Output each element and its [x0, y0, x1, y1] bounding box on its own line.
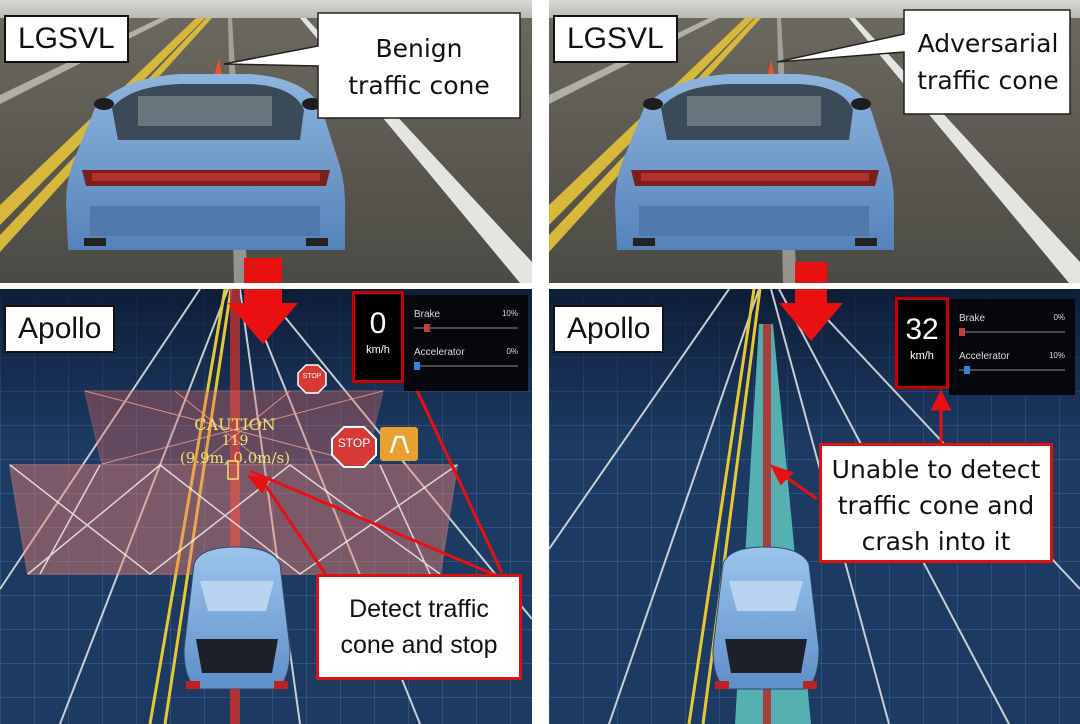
simulator-label: LGSVL	[4, 15, 129, 63]
accelerator-label: Accelerator	[959, 351, 1010, 362]
down-arrow-icon	[795, 262, 827, 283]
brake-track	[414, 327, 518, 329]
panel-apollo-benign: Apollo CAUTION 119 (9.9m, 0.0m/s) STOP S…	[0, 289, 532, 724]
speed-value: 32	[905, 313, 939, 346]
callout-unable-to-detect: Unable to detect traffic cone and crash …	[819, 443, 1053, 563]
driving-gauge-panel: Brake 10% Accelerator 0%	[404, 295, 528, 391]
stop-sign-large-text: STOP	[337, 436, 371, 450]
callout-line-3: crash into it	[861, 527, 1011, 556]
brake-percent: 10%	[501, 309, 518, 318]
simulator-label: Apollo	[4, 305, 116, 353]
brake-knob	[959, 328, 965, 336]
callout-line-2: cone and stop	[340, 631, 498, 659]
callout-line-2: traffic cone and	[837, 491, 1035, 520]
caution-title: CAUTION	[194, 415, 276, 434]
speech-bubble-adversarial	[776, 9, 1071, 115]
simulator-label: LGSVL	[553, 15, 678, 63]
accelerator-track	[414, 365, 518, 367]
brake-label: Brake	[414, 309, 441, 320]
simulator-label: Apollo	[553, 305, 665, 353]
speed-unit: km/h	[910, 350, 934, 362]
caution-label: CAUTION 119 (9.9m, 0.0m/s)	[150, 416, 320, 467]
bubble-line-2: traffic cone	[917, 66, 1059, 95]
accelerator-percent: 10%	[1048, 351, 1065, 360]
stop-sign-small-icon	[297, 364, 327, 394]
accelerator-label: Accelerator	[414, 347, 465, 358]
accelerator-knob	[964, 366, 971, 374]
down-arrow-icon	[228, 289, 298, 344]
brake-row: Brake 0%	[959, 313, 1065, 336]
caution-id: 119	[221, 433, 249, 449]
car-rear-adversarial	[615, 74, 894, 250]
panel-apollo-adversarial: Apollo Brake 0% Accelerator 10% 32 km/h …	[549, 289, 1080, 724]
panel-lgsvl-adversarial: LGSVL Adversarial traffic cone	[549, 0, 1080, 283]
bubble-text-benign: Benign traffic cone	[324, 30, 514, 104]
ego-car-adversarial	[712, 546, 820, 690]
ego-car-benign	[183, 546, 291, 690]
speech-bubble-benign	[223, 12, 521, 119]
speedometer: 32 km/h	[895, 297, 949, 389]
lgsvl-scene-benign	[0, 0, 532, 283]
stop-sign-small-text: STOP	[302, 373, 322, 380]
down-arrow-icon	[779, 289, 843, 341]
down-arrow-icon	[244, 258, 282, 283]
accelerator-row: Accelerator 10%	[959, 351, 1065, 374]
callout-line-1: Unable to detect	[831, 455, 1041, 484]
brake-percent: 0%	[1053, 313, 1065, 322]
stop-fence-front	[8, 464, 459, 575]
accelerator-track	[959, 369, 1065, 371]
car-rear-benign	[66, 74, 345, 250]
callout-line-1: Detect traffic	[349, 595, 489, 623]
bubble-line-1: Adversarial	[917, 29, 1059, 58]
bubble-line-2: traffic cone	[348, 71, 490, 100]
stop-sign-large-icon	[331, 426, 377, 468]
brake-label: Brake	[959, 313, 986, 324]
caution-distance: (9.9m, 0.0m/s)	[179, 449, 291, 467]
bubble-text-adversarial: Adversarial traffic cone	[905, 25, 1071, 99]
warning-sign-icon	[380, 427, 418, 461]
accelerator-knob	[414, 362, 420, 370]
accelerator-percent: 0%	[506, 347, 518, 356]
brake-knob	[424, 324, 431, 332]
accelerator-row: Accelerator 0%	[414, 347, 518, 370]
bubble-line-1: Benign	[375, 34, 463, 63]
brake-row: Brake 10%	[414, 309, 518, 332]
brake-track	[959, 331, 1065, 333]
driving-gauge-panel: Brake 0% Accelerator 10%	[949, 299, 1075, 395]
apollo-scene-benign	[0, 289, 532, 724]
speed-unit: km/h	[366, 344, 390, 356]
callout-detect-and-stop: Detect traffic cone and stop	[316, 574, 522, 680]
speed-value: 0	[369, 307, 387, 340]
speedometer: 0 km/h	[352, 291, 404, 383]
panel-lgsvl-benign: LGSVL Benign traffic cone	[0, 0, 532, 283]
